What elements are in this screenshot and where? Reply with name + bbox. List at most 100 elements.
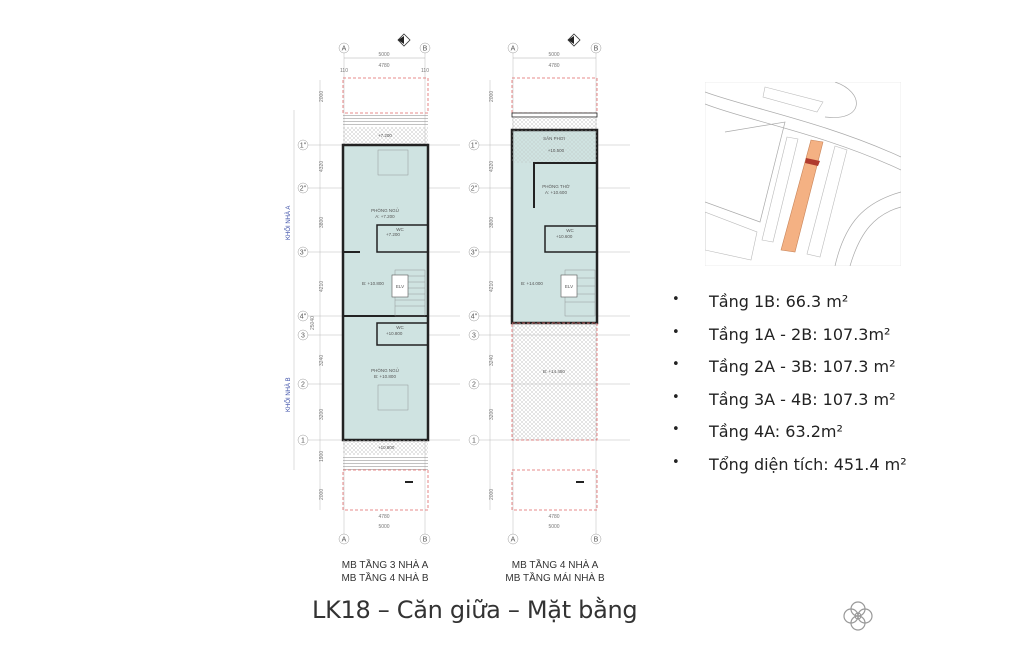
slide-title: LK18 – Căn giữa – Mặt bằng (312, 596, 638, 624)
dimension-label: 3240 (489, 355, 495, 366)
spec-item: • Tầng 3A - 4B: 107.3 m² (668, 390, 907, 423)
room-label: SÂN PHƠI (543, 135, 565, 141)
block-lk18 (780, 139, 824, 253)
dimension-label: 3800 (489, 217, 495, 228)
dimension-label: 3200 (319, 409, 325, 420)
spec-item: • Tầng 2A - 3B: 107.3 m² (668, 357, 907, 390)
block-b-label: KHỐI NHÀ B (285, 377, 292, 412)
bullet-icon: • (672, 324, 680, 340)
level-label: B: +10.800 (362, 281, 384, 286)
axis-label: A (342, 537, 347, 544)
axis-label: B (594, 46, 599, 53)
floor-plan-right: SÂN PHƠI +10.500 PHÒNG THỜ A: +10.600 WC… (468, 33, 630, 584)
spec-item: • Tầng 4A: 63.2m² (668, 422, 907, 455)
level-label: B: +14.450 (543, 369, 565, 374)
axis-label: 3 (301, 333, 305, 340)
level-label: +10.500 (548, 148, 565, 153)
elevator-label: ELV (565, 284, 573, 289)
dimension-label: 2000 (489, 91, 495, 102)
level-label: +10.600 (556, 234, 573, 239)
bullet-icon: • (672, 454, 680, 470)
axis-label: A (342, 46, 347, 53)
dimension-label: 4780 (378, 63, 389, 69)
room-label: PHÒNG NGỦ (371, 367, 399, 373)
dimension-label: 3240 (319, 355, 325, 366)
plan-caption: MB TẦNG 4 NHÀ A (512, 558, 599, 571)
dimension-label: 2000 (319, 489, 325, 500)
floor-plan-left: PHÒNG NGỦ A: +7.200 WC ELV B: +10.800 WC… (285, 33, 460, 584)
dimension-label: 4320 (489, 161, 495, 172)
dimension-label: 5000 (548, 52, 559, 58)
bullet-icon: • (672, 389, 680, 405)
plan-caption: MB TẦNG 4 NHÀ B (341, 571, 428, 584)
axis-label: 2 (301, 382, 305, 389)
bullet-icon: • (672, 422, 680, 437)
plan-caption: MB TẦNG MÁI NHÀ B (505, 571, 605, 584)
level-label: +7.200 (386, 232, 400, 237)
dimension-label: 5000 (548, 524, 559, 530)
axis-label: 2'' (300, 186, 307, 193)
room-label: WC (396, 227, 404, 232)
axis-label: 3'' (300, 250, 307, 257)
spec-text: Tầng 2A - 3B: 107.3 m² (709, 357, 896, 376)
dimension-label: 4780 (548, 63, 559, 69)
site-location-map (705, 82, 901, 266)
spec-text: Tầng 3A - 4B: 107.3 m² (709, 389, 896, 409)
axis-label: B (423, 46, 428, 53)
level-label: +7.200 (378, 133, 392, 138)
axis-label: B (594, 537, 599, 544)
north-arrow-icon (397, 33, 411, 47)
room-area (341, 143, 430, 442)
axis-label: 1 (472, 438, 476, 445)
axis-label: 1'' (471, 143, 478, 150)
level-label: A: +10.600 (545, 190, 567, 195)
level-label: +10.800 (378, 445, 395, 450)
level-label: A: +7.200 (375, 214, 395, 219)
dimension-label: 3200 (489, 409, 495, 420)
level-label: +10.800 (386, 331, 403, 336)
bullet-icon: • (672, 292, 680, 307)
block-a-label: KHỐI NHÀ A (285, 206, 292, 240)
dimension-label: 5000 (378, 524, 389, 530)
axis-label: 4'' (471, 314, 478, 321)
axis-label: 2 (472, 382, 476, 389)
axis-label: B (423, 537, 428, 544)
north-arrow-icon (567, 33, 581, 47)
axis-label: 2'' (471, 186, 478, 193)
bullet-icon: • (672, 357, 680, 372)
axis-label: A (511, 46, 516, 53)
room-label: PHÒNG THỜ (542, 183, 570, 189)
dimension-label: 4210 (489, 281, 495, 292)
dimension-label: 1900 (319, 451, 325, 462)
spec-item: • Tầng 1B: 66.3 m² (668, 292, 907, 325)
dimension-label: 4780 (548, 514, 559, 520)
elevator-label: ELV (396, 284, 404, 289)
dimension-label: 4780 (378, 514, 389, 520)
spec-text: Tầng 4A: 63.2m² (709, 422, 843, 441)
room-label: PHÒNG NGỦ (371, 207, 399, 213)
axis-label: 3'' (471, 250, 478, 257)
axis-label: 3 (472, 333, 476, 340)
floor-plans: PHÒNG NGỦ A: +7.200 WC ELV B: +10.800 WC… (285, 33, 630, 584)
level-label: B: +14.000 (521, 281, 543, 286)
brand-logo-icon (843, 601, 873, 631)
spec-text: Tầng 1B: 66.3 m² (709, 292, 849, 311)
dimension-label: 2000 (319, 91, 325, 102)
area-spec-list: • Tầng 1B: 66.3 m² • Tầng 1A - 2B: 107.3m²… (668, 292, 907, 487)
dimension-label: 4210 (319, 281, 325, 292)
room-label: WC (566, 228, 574, 233)
dimension-label: 110 (421, 68, 429, 74)
dimension-label: 110 (340, 68, 348, 74)
spec-item: • Tầng 1A - 2B: 107.3m² (668, 325, 907, 358)
dimension-label: 5000 (378, 52, 389, 58)
spec-text: Tầng 1A - 2B: 107.3m² (709, 324, 891, 344)
spec-text: Tổng diện tích: 451.4 m² (709, 454, 907, 474)
axis-label: 1 (301, 438, 305, 445)
spec-item: • Tổng diện tích: 451.4 m² (668, 455, 907, 488)
dimension-label: 2000 (489, 489, 495, 500)
axis-label: 4'' (300, 314, 307, 321)
axis-label: A (511, 537, 516, 544)
plan-caption: MB TẦNG 3 NHÀ A (342, 558, 429, 571)
level-label: B: +10.800 (374, 374, 396, 379)
dimension-label: 3800 (319, 217, 325, 228)
